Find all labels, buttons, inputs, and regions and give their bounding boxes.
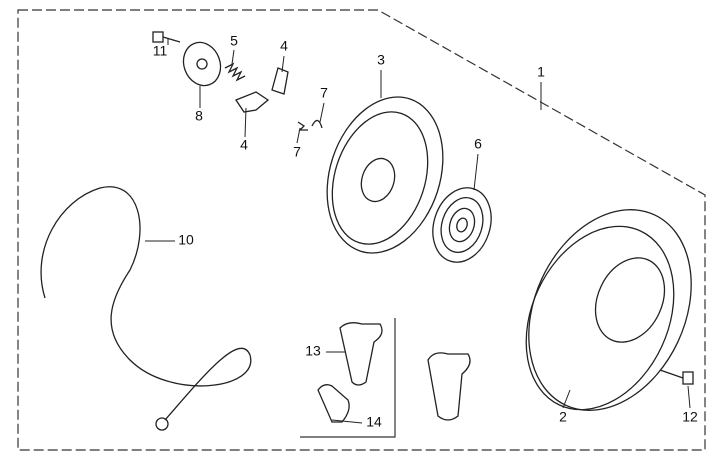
grip-part-14 bbox=[317, 384, 350, 423]
rope-knot bbox=[155, 417, 169, 431]
callout-4-upper: 4 bbox=[280, 38, 288, 54]
spring-part-5 bbox=[224, 62, 246, 82]
callout-6: 6 bbox=[474, 136, 482, 152]
starter-rope-part-10 bbox=[40, 186, 252, 421]
callout-11: 11 bbox=[153, 43, 168, 59]
pawl-part-4-upper bbox=[271, 67, 289, 95]
callout-3: 3 bbox=[377, 52, 385, 68]
callout-14: 14 bbox=[366, 414, 382, 430]
callout-8: 8 bbox=[195, 108, 203, 124]
bolt-part-11 bbox=[152, 31, 181, 43]
bolt-part-12 bbox=[659, 369, 694, 385]
callout-5: 5 bbox=[230, 33, 238, 49]
sub-assembly-bracket bbox=[300, 318, 396, 438]
callout-7-lower: 7 bbox=[293, 144, 301, 160]
callout-7-upper: 7 bbox=[320, 85, 328, 101]
ratchet-part-8 bbox=[182, 41, 222, 87]
callout-10: 10 bbox=[178, 232, 194, 248]
callout-13: 13 bbox=[305, 343, 321, 359]
starter-grip bbox=[427, 352, 471, 421]
callout-1: 1 bbox=[537, 64, 545, 80]
grip-part-13 bbox=[339, 322, 383, 386]
callout-12: 12 bbox=[682, 409, 698, 425]
leader-lines bbox=[145, 38, 691, 424]
spring-part-7 bbox=[297, 119, 323, 131]
pawl-part-4-lower bbox=[235, 91, 270, 113]
reel-pulley-part-3 bbox=[326, 96, 444, 254]
starter-case-part-2 bbox=[525, 209, 692, 411]
assembly-boundary bbox=[17, 9, 706, 451]
callout-4-lower: 4 bbox=[240, 137, 248, 153]
spiral-spring-part-6 bbox=[432, 187, 492, 263]
callout-2: 2 bbox=[559, 409, 567, 425]
